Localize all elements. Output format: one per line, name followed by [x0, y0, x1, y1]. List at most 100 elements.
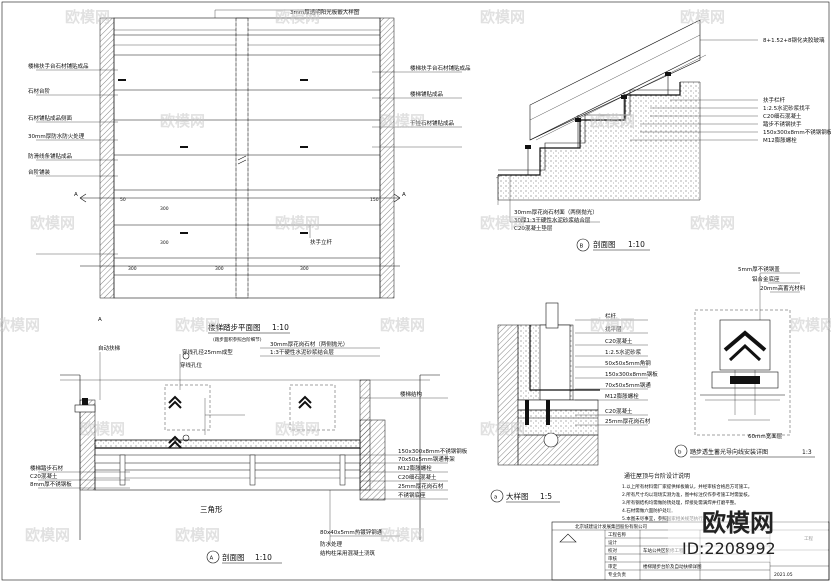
svg-text:欧模网: 欧模网 — [30, 214, 75, 232]
plan-right-label-4: 扶手立杆 — [310, 238, 333, 246]
section-a-right-4: M12膨胀螺栓 — [398, 464, 432, 472]
section-b-title: 剖面图 — [593, 239, 616, 249]
section-a-view: 自动扶梯 穿线孔径25mm成型 30mm厚花岗石材（两侧抛光） 1:3干硬性水泥… — [30, 340, 468, 564]
stair-plan-view: A A 3mm厚透明阳光板嵌大样图 楼梯扶手台石材铺贴成品 石材台阶 石材铺贴成… — [28, 8, 471, 343]
section-a-bottom-3: 结构柱采用混凝土浇筑 — [320, 549, 376, 557]
section-b-view: 8+1.52+8钢化夹胶玻璃 扶手栏杆 1:2.5水泥砂浆找平 C20细石混凝土… — [495, 19, 831, 252]
design-notes: 通往屋顶与台阶设计说明 1.以上所有材料需厂家提供样板确认，并经审核合格后方可施… — [622, 472, 752, 522]
svg-text:审核: 审核 — [608, 555, 617, 562]
plan-scale: 1:10 — [272, 323, 289, 332]
svg-text:欧模网: 欧模网 — [590, 112, 635, 130]
svg-text:欧模网: 欧模网 — [480, 420, 525, 438]
plan-right-label-1: 楼梯扶手台石材铺贴成品 — [410, 64, 471, 72]
svg-text:欧模网: 欧模网 — [275, 214, 320, 232]
section-b-label-1: 8+1.52+8钢化夹胶玻璃 — [763, 36, 825, 44]
detail-b-scale: 1:3 — [802, 449, 812, 456]
svg-text:审定: 审定 — [608, 563, 617, 570]
section-b-label-2: 扶手栏杆 — [763, 96, 786, 104]
section-a-top-1: 自动扶梯 — [98, 344, 121, 352]
section-a-right-6: 25mm厚花岗石材 — [398, 482, 444, 490]
detail-b-view: 5mm厚不锈钢盖 铝合金底座 20mm高蓄光材料 60mm宽面层 b 踏步透生蓄… — [674, 265, 815, 458]
section-a-right-5: C20细石混凝土 — [398, 473, 437, 481]
svg-text:校对: 校对 — [608, 547, 617, 554]
notes-title: 通往屋顶与台阶设计说明 — [624, 472, 690, 480]
svg-text:150: 150 — [370, 197, 379, 203]
detail-a-label-1: 栏杆 — [605, 312, 617, 320]
titleblock-project: 车站公共区装修工程 — [643, 547, 684, 554]
svg-text:欧模网: 欧模网 — [790, 316, 831, 334]
section-a-right-1: 楼梯结构 — [400, 390, 423, 398]
svg-text:欧模网: 欧模网 — [275, 8, 320, 26]
svg-text:欧模网: 欧模网 — [0, 316, 40, 334]
svg-text:A: A — [402, 192, 406, 198]
plan-top-label: 3mm厚透明阳光板嵌大样图 — [290, 8, 360, 16]
svg-text:专业负责: 专业负责 — [608, 571, 626, 578]
detail-a-label-7: 70x50x5mm钢通 — [605, 381, 651, 389]
watermark-id: ID:2208992 — [682, 539, 776, 558]
svg-text:欧模网: 欧模网 — [590, 316, 635, 334]
detail-a-label-10: 25mm厚花岗石材 — [605, 417, 651, 425]
section-b-bottom-2: 30厚1:3干硬性水泥砂浆结合层 — [514, 216, 591, 224]
plan-left-label-4: 30mm厚防水防火处理 — [28, 132, 85, 140]
detail-b-title: 踏步透生蓄光导向线安装详图 — [690, 448, 768, 456]
svg-text:300: 300 — [160, 206, 169, 212]
svg-text:300: 300 — [215, 266, 224, 272]
svg-text:欧模网: 欧模网 — [480, 8, 525, 26]
detail-b-label-2: 铝合金底座 — [752, 275, 780, 283]
svg-text:设计: 设计 — [608, 539, 617, 546]
plan-right-label-2: 楼梯铺贴成品 — [410, 90, 444, 98]
detail-a-title: 大样图 — [506, 491, 529, 501]
section-a-top-3: 30mm厚花岗石材（两侧抛光） — [270, 340, 348, 348]
section-b-label-7: M12膨胀螺栓 — [763, 136, 797, 144]
plan-right-leaders — [309, 71, 462, 238]
section-b-id: B — [580, 244, 584, 250]
titleblock-company: 北京城建设计发展集团股份有限公司 — [575, 523, 647, 530]
plan-title: 楼梯踏步平面图 — [208, 322, 261, 332]
detail-b-dim: 60mm宽面层 — [748, 432, 783, 440]
section-a-right-7: 不锈钢底座 — [398, 491, 426, 499]
svg-text:欧模网: 欧模网 — [690, 214, 735, 232]
detail-a-label-6: 150x300x8mm钢板 — [605, 370, 658, 378]
section-a-bottom-2: 防水处理 — [320, 540, 343, 548]
section-a-top-5: 穿线孔位 — [180, 361, 203, 369]
plan-left-label-5: 防滑线条铺贴成品 — [28, 152, 73, 160]
section-a-right-2: 150x300x8mm不锈钢钢板 — [398, 447, 468, 455]
section-b-label-4: C20细石混凝土 — [763, 112, 802, 120]
titleblock-drawing: 楼梯踏步台阶及自动扶梯详图 — [643, 563, 702, 570]
detail-a-label-2: 找平层 — [605, 325, 622, 333]
section-b-label-5: 踏步不锈钢扶手 — [763, 120, 802, 128]
detail-a-label-3: C20混凝土 — [605, 337, 633, 345]
svg-text:欧模网: 欧模网 — [175, 316, 220, 334]
svg-text:欧模网: 欧模网 — [25, 526, 70, 544]
section-a-top-4: 1:3干硬性水泥砂浆结合层 — [270, 348, 334, 356]
svg-text:欧模网: 欧模网 — [80, 420, 125, 438]
svg-text:欧模网: 欧模网 — [380, 316, 425, 334]
section-a-right-3: 70x50x5mm钢通骨架 — [398, 455, 455, 463]
section-b-bottom-1: 30mm厚花岗石材面（两侧抛光） — [514, 208, 598, 216]
detail-a-label-9: C20混凝土 — [605, 407, 633, 415]
section-a-scale: 1:10 — [255, 553, 272, 562]
plan-right-label-3: 干挂石材铺贴成品 — [410, 119, 455, 127]
notes-line-5: 5.本图未尽事宜，参照国家相关规范执行。 — [622, 515, 707, 522]
plan-left-label-3: 石材铺贴成品侧面 — [28, 114, 73, 122]
svg-text:300: 300 — [160, 240, 169, 246]
plan-left-label-1: 楼梯扶手台石材铺贴成品 — [28, 62, 89, 70]
svg-text:欧模网: 欧模网 — [680, 8, 725, 26]
section-a-left-1: 楼梯踏步石材 — [30, 464, 64, 472]
svg-text:300: 300 — [300, 266, 309, 272]
svg-text:300: 300 — [128, 266, 137, 272]
section-a-triangle-label: 三角形 — [200, 504, 223, 514]
plan-left-label-6: 台阶铺装 — [28, 168, 51, 176]
svg-text:欧模网: 欧模网 — [380, 526, 425, 544]
section-a-left-3: 8mm厚不锈钢板 — [30, 480, 72, 488]
svg-text:欧模网: 欧模网 — [380, 112, 425, 130]
detail-b-label-3: 20mm高蓄光材料 — [760, 284, 806, 292]
plan-subtitle: (踏步面积参照台阶细节) — [213, 336, 262, 343]
svg-text:欧模网: 欧模网 — [65, 8, 110, 26]
section-a-bottom-1: 80x40x5mm热镀锌钢通 — [320, 528, 383, 536]
detail-a-label-8: M12膨胀螺栓 — [605, 392, 639, 400]
section-b-scale: 1:10 — [628, 240, 645, 249]
detail-a-scale: 1:5 — [540, 492, 552, 501]
